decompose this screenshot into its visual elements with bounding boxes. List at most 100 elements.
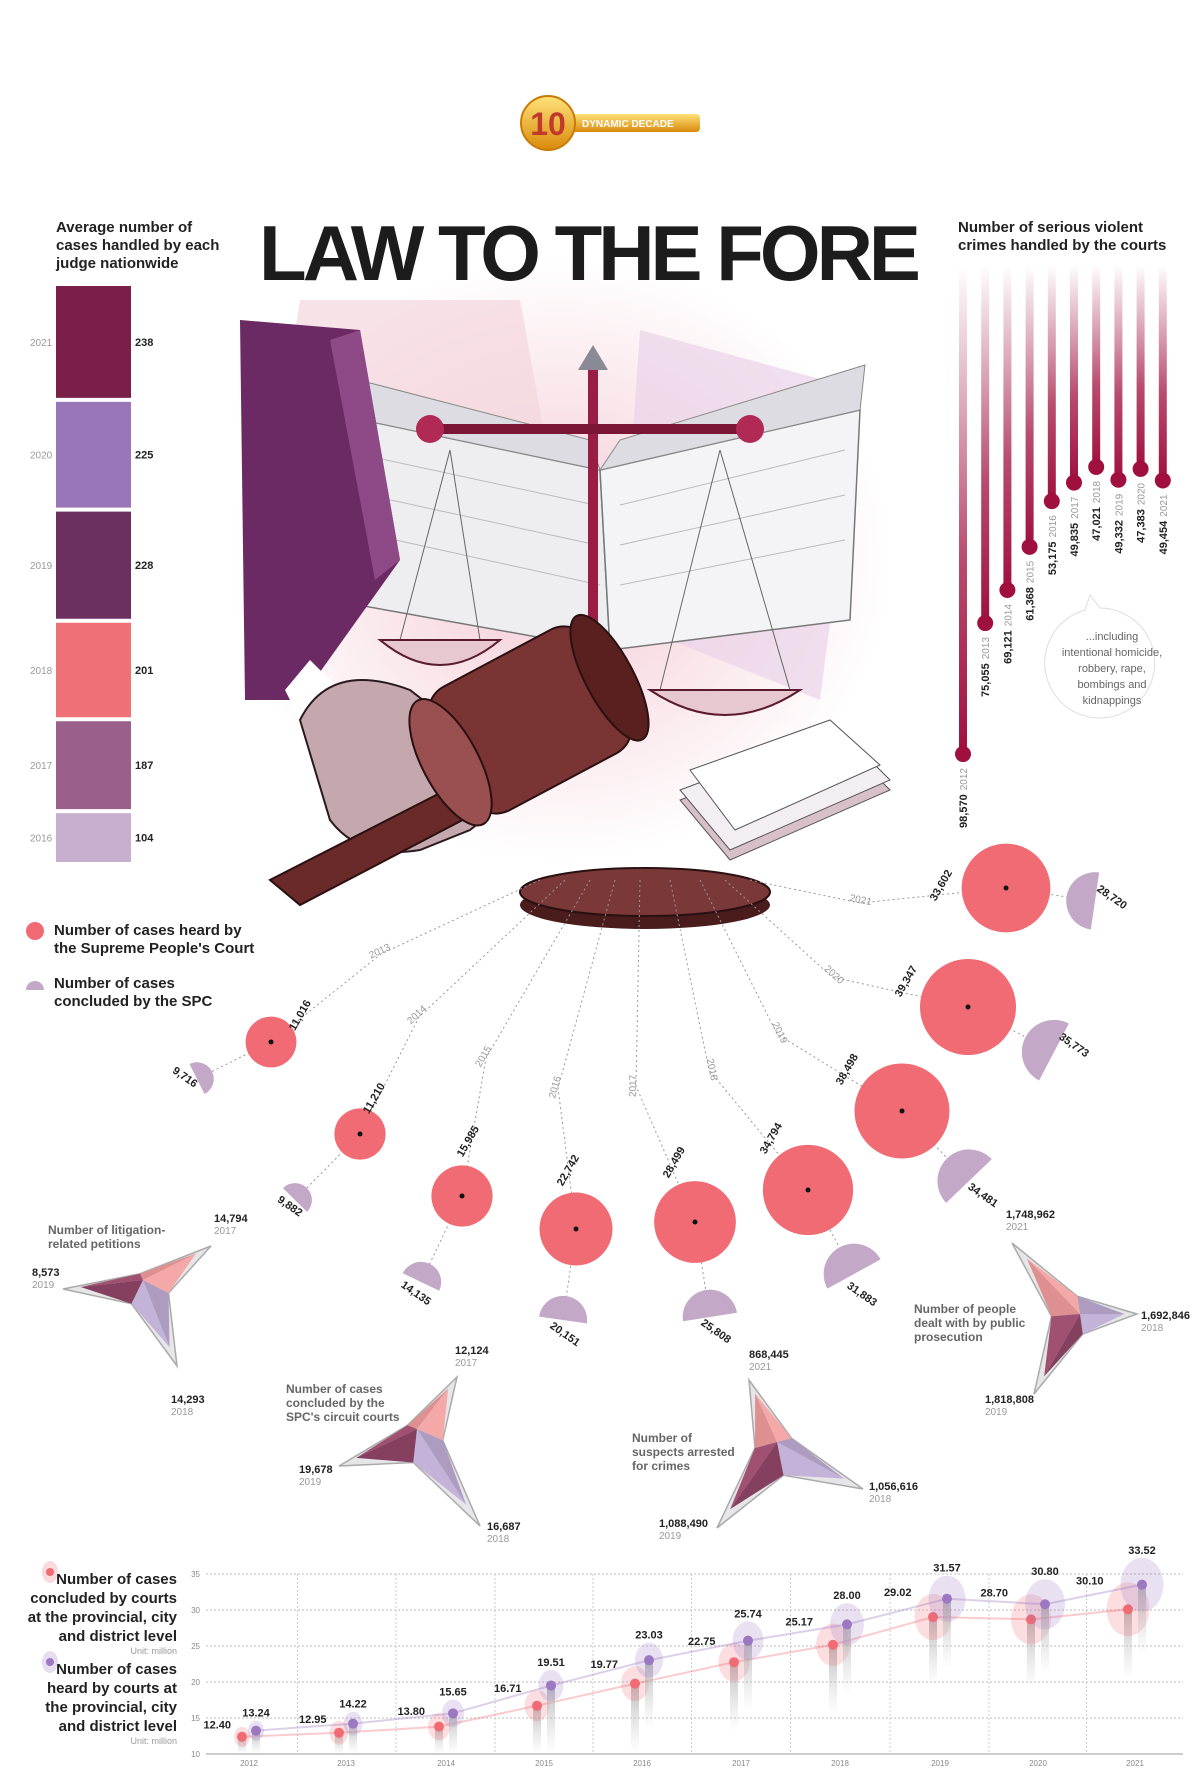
judge-bar-2019	[56, 511, 131, 619]
radar-arm-2019	[80, 1273, 143, 1288]
judge-bar-year: 2016	[30, 834, 53, 845]
drip-label: 98,5702012	[958, 768, 970, 828]
drip-label-text: 49,8352017	[1069, 496, 1081, 556]
page-title: LAW TO THE FORE	[259, 209, 918, 297]
radar-arm-shade	[777, 1438, 845, 1479]
y-tick-label: 20	[191, 1678, 200, 1687]
stem	[631, 1683, 639, 1754]
spc-concluded-half-2014	[282, 1183, 312, 1212]
spc-year-label: 2021	[848, 893, 872, 908]
judge-bar-value: 225	[135, 450, 153, 462]
radar-title: Number of cases	[286, 1382, 383, 1396]
unit-label: Unit: million	[130, 1646, 177, 1656]
legend-heard-dot	[26, 922, 44, 940]
radar-title: dealt with by public	[914, 1316, 1026, 1330]
spc-year-label: 2013	[368, 942, 393, 962]
radar-value: 19,678	[299, 1464, 333, 1476]
crime-drip-2013	[981, 265, 990, 624]
x-tick-label: 2017	[732, 1759, 750, 1768]
data-point-1-2020	[1040, 1599, 1050, 1610]
spc-ray	[420, 879, 591, 1283]
point-value-label: 30.10	[1076, 1575, 1104, 1587]
drip-label-text: 61,3682015	[1025, 560, 1037, 620]
crime-drip-2017	[1070, 265, 1078, 483]
data-point-0-2019	[928, 1612, 938, 1623]
drip-label: 49,4542021	[1158, 494, 1170, 554]
drip-label-text: 47,383 2020	[1136, 482, 1148, 542]
paper-stack	[679, 719, 891, 861]
drip-value: 61,368	[1025, 587, 1037, 621]
radar-value: 1,818,808	[985, 1394, 1034, 1406]
crime-drip-2015	[1025, 265, 1034, 547]
y-tick-label: 10	[191, 1750, 200, 1759]
judge-chart-title: judge nationwide	[55, 255, 179, 272]
spc-concluded-value: 28,720	[1094, 883, 1128, 912]
x-tick-label: 2020	[1029, 1759, 1047, 1768]
drip-value: 98,570	[958, 794, 970, 828]
justice-illustration	[230, 260, 891, 929]
radar-title: Number of people	[914, 1302, 1016, 1316]
radar-arm-2018	[777, 1442, 845, 1479]
note-text: kidnappings	[1083, 695, 1142, 707]
stem	[645, 1660, 653, 1731]
radar-year: 2018	[487, 1534, 510, 1545]
data-point-1-2016	[644, 1655, 654, 1666]
stem	[1138, 1584, 1146, 1655]
point-value-label: 33.52	[1128, 1545, 1156, 1557]
legend-dot	[46, 1658, 54, 1666]
judge-bar-year: 2021	[30, 338, 53, 349]
stem	[435, 1726, 443, 1754]
data-point-1-2014	[448, 1708, 458, 1719]
point-value-label: 31.57	[933, 1563, 961, 1575]
radar-title: related petitions	[48, 1237, 141, 1251]
crime-drip-2014	[1003, 265, 1012, 591]
y-tick-label: 35	[191, 1570, 200, 1579]
stem	[1124, 1609, 1132, 1680]
logo-number: 10	[530, 106, 566, 142]
crime-drip-2020	[1136, 265, 1145, 469]
drip-drop	[1132, 460, 1149, 477]
drip-value: 75,055	[980, 663, 992, 697]
drip-drop	[1088, 458, 1105, 475]
point-value-label: 13.24	[242, 1708, 270, 1720]
drip-label: 49,8352017	[1069, 496, 1081, 556]
drip-value: 47,383	[1136, 509, 1148, 543]
drip-year: 2020	[1137, 482, 1148, 505]
note-text: ...including	[1086, 631, 1139, 643]
spc-heard-center	[899, 1108, 905, 1114]
radar-arm-2021	[1026, 1258, 1080, 1314]
data-point-0-2018	[828, 1639, 838, 1650]
data-point-0-2012	[237, 1731, 247, 1742]
x-tick-label: 2015	[535, 1759, 553, 1768]
judge-bar-year: 2019	[30, 561, 53, 572]
spc-concluded-half-2019	[937, 1149, 992, 1203]
spc-concluded-half-2013	[189, 1062, 214, 1094]
spc-concluded-value: 31,883	[844, 1280, 878, 1309]
drip-label: 53,1752016	[1047, 515, 1059, 575]
drip-label-text: 49,3322019	[1113, 493, 1125, 553]
spc-year-label: 2016	[547, 1075, 564, 1100]
drip-value: 49,835	[1069, 523, 1081, 557]
x-tick-label: 2013	[337, 1759, 355, 1768]
radar-arm-shade	[755, 1393, 777, 1448]
radar-year: 2017	[455, 1358, 478, 1369]
drip-drop	[1154, 472, 1171, 489]
drip-year: 2018	[1092, 480, 1103, 503]
radar-arm-2017	[143, 1253, 197, 1293]
drip-value: 49,332	[1113, 520, 1125, 554]
note-bubble	[1044, 593, 1156, 719]
data-point-1-2013	[348, 1718, 358, 1729]
data-point-0-2014	[434, 1721, 444, 1732]
drip-drop	[977, 615, 994, 632]
judge-bar-2020	[56, 401, 131, 508]
violent-crimes-title: crimes handled by the courts	[958, 237, 1166, 254]
radar-arm-shade	[1026, 1258, 1080, 1317]
spc-year-label: 2017	[628, 1074, 639, 1097]
radar-arm-shade	[143, 1280, 170, 1348]
point-value-label: 19.51	[537, 1657, 565, 1669]
data-point-1-2021	[1137, 1579, 1147, 1590]
judge-bar-value: 201	[135, 665, 153, 677]
spc-heard-center	[573, 1226, 579, 1232]
